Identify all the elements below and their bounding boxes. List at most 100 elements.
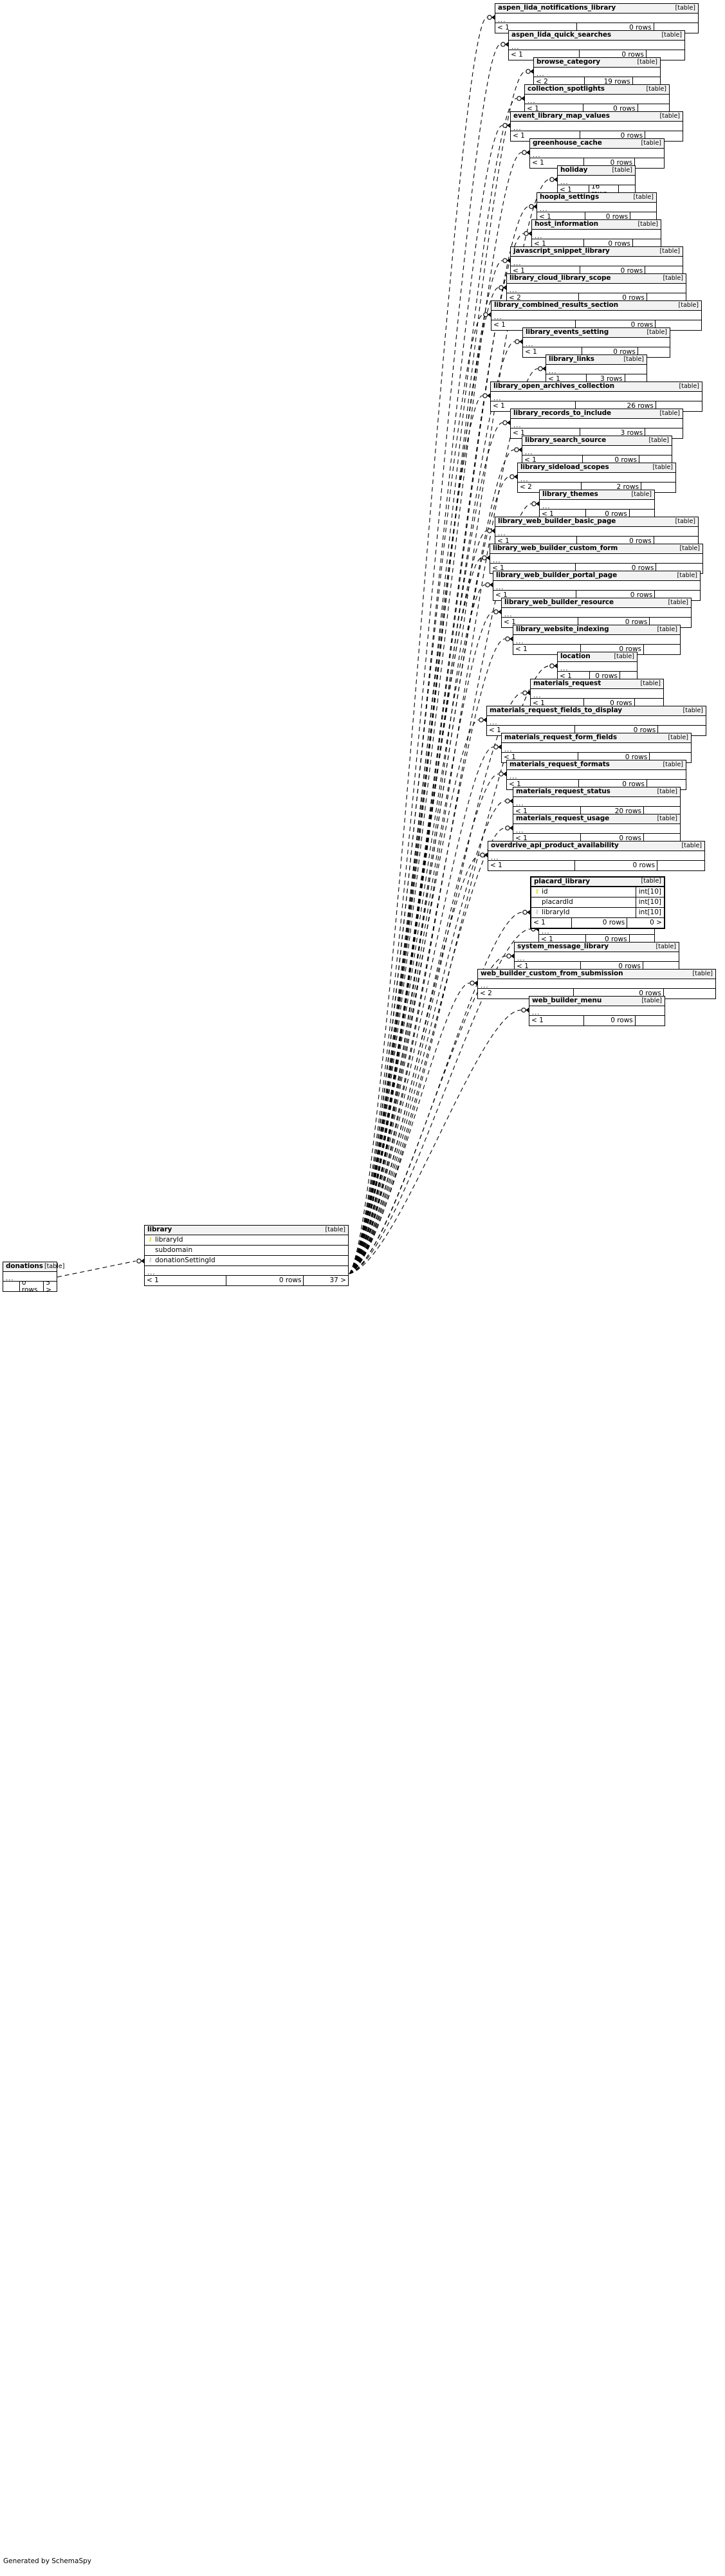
table-footer-right bbox=[657, 861, 704, 870]
table-node-tag: [table] bbox=[647, 328, 667, 336]
table-footer-mid: 0 rows bbox=[574, 726, 657, 735]
table-footer-mid: 0 rows bbox=[580, 834, 643, 843]
table-column-row[interactable]: subdomain bbox=[145, 1246, 348, 1256]
table-node-title: javascript_snippet_library[table] bbox=[511, 247, 683, 257]
table-node-tag: [table] bbox=[679, 544, 700, 552]
table-node-tag: [table] bbox=[675, 4, 695, 12]
table-footer-mid: 0 rows bbox=[577, 753, 650, 762]
table-node-name: hoopla_settings bbox=[540, 193, 600, 201]
child-table-node[interactable]: library_cloud_library_scope[table]...< 2… bbox=[506, 273, 686, 304]
child-table-node[interactable]: holiday[table]...< 116 rows bbox=[557, 165, 636, 196]
table-footer-left: < 1 bbox=[513, 267, 525, 275]
table-more-columns-row: ... bbox=[3, 1272, 57, 1282]
table-footer-left: < 1 bbox=[539, 213, 551, 221]
table-node-tag: [table] bbox=[325, 1226, 345, 1233]
ellipsis-label: ... bbox=[560, 179, 569, 186]
child-table-node[interactable]: library_web_builder_custom_form[table]..… bbox=[490, 544, 703, 574]
table-footer-left: < 1 bbox=[147, 1276, 159, 1285]
ellipsis-label: ... bbox=[494, 314, 502, 321]
table-footer-left: < 1 bbox=[504, 618, 516, 627]
table-more-columns-row: ... bbox=[539, 925, 654, 935]
child-table-node[interactable]: library_web_builder_resource[table]...< … bbox=[501, 598, 692, 628]
table-footer-left: < 1 bbox=[517, 962, 529, 971]
ellipsis-label: ... bbox=[537, 71, 545, 78]
child-table-node[interactable]: library_web_builder_portal_page[table]..… bbox=[493, 571, 701, 601]
table-footer-right bbox=[634, 158, 664, 168]
ellipsis-label: ... bbox=[549, 368, 557, 375]
table-node-title: web_builder_menu[table] bbox=[529, 997, 665, 1006]
column-name: donationSettingId bbox=[155, 1256, 216, 1265]
table-node-name: donations bbox=[6, 1262, 43, 1271]
table-node-tag: [table] bbox=[663, 274, 683, 282]
child-table-node[interactable]: aspen_lida_notifications_library[table].… bbox=[495, 3, 699, 33]
table-footer-mid: 20 rows bbox=[580, 807, 643, 816]
child-table-node[interactable]: library_combined_results_section[table].… bbox=[491, 300, 702, 331]
table-footer-right bbox=[663, 989, 715, 998]
ellipsis-label: ... bbox=[542, 503, 551, 510]
table-footer-right bbox=[643, 645, 680, 654]
child-table-node[interactable]: library_open_archives_collection[table].… bbox=[490, 382, 702, 412]
table-node-tag: [table] bbox=[633, 193, 654, 201]
table-footer-left: < 1 bbox=[532, 159, 544, 167]
child-table-node[interactable]: overdrive_api_product_availability[table… bbox=[488, 841, 705, 871]
column-name: libraryId bbox=[155, 1236, 183, 1244]
child-table-node[interactable]: library_web_builder_basic_page[table]...… bbox=[495, 517, 699, 547]
table-footer-mid: 0 rows bbox=[574, 861, 657, 870]
child-table-node[interactable]: web_builder_custom_from_submission[table… bbox=[477, 969, 716, 999]
child-table-node[interactable]: materials_request_fields_to_display[tabl… bbox=[486, 706, 706, 736]
table-node-tag: [table] bbox=[683, 706, 703, 714]
table-footer-right bbox=[642, 962, 679, 971]
table-footer-left: < 1 bbox=[533, 699, 545, 708]
child-table-node[interactable]: materials_request_form_fields[table]...<… bbox=[501, 733, 692, 763]
table-node-name: materials_request bbox=[533, 679, 601, 688]
ellipsis-label: ... bbox=[528, 98, 536, 105]
table-node-name: library_website_indexing bbox=[516, 625, 609, 634]
table-node-tag: [table] bbox=[44, 1262, 65, 1270]
table-footer-right bbox=[641, 483, 675, 492]
ellipsis-label: ... bbox=[511, 44, 520, 51]
table-node-name: materials_request_formats bbox=[509, 760, 610, 769]
table-node-title: library_events_setting[table] bbox=[523, 328, 670, 338]
ellipsis-label: ... bbox=[533, 152, 541, 159]
table-footer-left: < 1 bbox=[541, 935, 553, 944]
column-name: id bbox=[542, 888, 548, 896]
table-footer-right bbox=[645, 266, 683, 276]
ellipsis-label: ... bbox=[481, 982, 489, 989]
table-footer-left: < 1 bbox=[504, 753, 516, 762]
table-column-row[interactable]: ⚷libraryId bbox=[145, 1235, 348, 1246]
table-column-row[interactable]: ⚷donationSettingId bbox=[145, 1256, 348, 1266]
